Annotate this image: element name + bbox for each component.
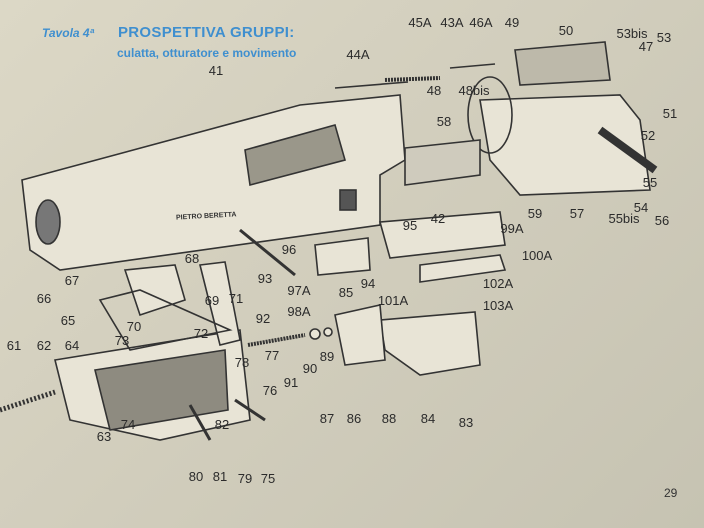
lever-71: [199, 261, 241, 346]
part-label: 48: [426, 83, 442, 98]
part-label: 72: [193, 326, 209, 341]
part-label: 101A: [377, 293, 409, 308]
rod-44a: [334, 81, 409, 89]
receiver-face: [35, 199, 61, 245]
arm-65: [98, 289, 233, 351]
part-95: [378, 211, 506, 259]
part-label: 80: [188, 469, 204, 484]
part-label: 47: [638, 39, 654, 54]
handle-56: [597, 126, 658, 174]
ring: [467, 76, 513, 154]
page-title: PROSPETTIVA GRUPPI:: [118, 24, 295, 41]
page-number: 29: [664, 486, 678, 500]
pin-81: [188, 404, 212, 441]
plate-number: Tavola 4ª: [42, 26, 95, 40]
part-label: 50: [558, 23, 574, 38]
part-label: 59: [527, 206, 543, 221]
part-label: 53: [656, 30, 672, 45]
part-label: 53bis: [616, 26, 648, 41]
part-label: 100A: [521, 248, 553, 263]
part-label: 70: [126, 319, 142, 334]
bolt: [514, 41, 611, 86]
part-label: 84: [420, 411, 436, 426]
part-label: 93: [257, 271, 273, 286]
part-label: 58: [436, 114, 452, 129]
link-46a: [449, 63, 496, 69]
part-label: 49: [504, 15, 520, 30]
part-label: 54: [633, 200, 649, 215]
part-label: 94: [360, 276, 376, 291]
part-label: 82: [214, 417, 230, 432]
spring-91: [247, 333, 306, 347]
part-label: 88: [381, 411, 397, 426]
receiver-slot: [339, 189, 357, 211]
page-subtitle: culatta, otturatore e movimento: [117, 46, 297, 60]
part-label: 55bis: [608, 211, 640, 226]
receiver-window: [244, 124, 346, 187]
part-label: 41: [208, 63, 224, 78]
magazine-tube: [404, 139, 481, 186]
part-label: 78: [234, 355, 250, 370]
part-label: 63: [96, 429, 112, 444]
part-label: 85: [338, 285, 354, 300]
part-label: 77: [264, 348, 280, 363]
part-label: 43A: [440, 15, 464, 30]
part-label: 56: [654, 213, 670, 228]
part-label: 48bis: [458, 83, 490, 98]
part-label: 102A: [482, 276, 514, 291]
part-label: 89: [319, 349, 335, 364]
part-85: [334, 304, 386, 366]
part-label: 64: [64, 338, 80, 353]
part-label: 46A: [469, 15, 493, 30]
part-label: 57: [569, 206, 585, 221]
part-label: 74: [120, 417, 136, 432]
washer-89: [323, 327, 333, 337]
part-label: 65: [60, 313, 76, 328]
part-label: 52: [640, 128, 656, 143]
part-label: 75: [260, 471, 276, 486]
part-label: 96: [281, 242, 297, 257]
part-label: 45A: [408, 15, 432, 30]
part-label: 79: [237, 471, 253, 486]
carrier-83: [379, 311, 481, 376]
part-label: 92: [255, 311, 271, 326]
part-label: 76: [262, 383, 278, 398]
part-label: 44A: [346, 47, 370, 62]
part-label: 68: [184, 251, 200, 266]
part-94: [314, 237, 371, 276]
part-label: 66: [36, 291, 52, 306]
trigger-housing: [94, 349, 229, 431]
spring-61: [0, 389, 56, 413]
part-label: 62: [36, 338, 52, 353]
pin-96: [239, 228, 296, 277]
hammer: [123, 264, 186, 317]
washer-90: [309, 328, 321, 340]
part-label: 97A: [287, 283, 311, 298]
bolt-carrier: [479, 94, 651, 196]
part-label: 90: [302, 361, 318, 376]
part-label: 81: [212, 469, 228, 484]
part-label: 71: [228, 291, 244, 306]
part-label: 73: [114, 333, 130, 348]
part-label: 83: [458, 415, 474, 430]
part-label: 95: [402, 218, 418, 233]
part-label: 51: [662, 106, 678, 121]
part-label: 86: [346, 411, 362, 426]
part-label: 67: [64, 273, 80, 288]
part-label: 69: [204, 293, 220, 308]
part-label: 98A: [287, 304, 311, 319]
part-label: 42: [430, 211, 446, 226]
part-label: 103A: [482, 298, 514, 313]
spring-45a: [384, 76, 441, 82]
part-label: 99A: [500, 221, 524, 236]
part-100a: [419, 254, 507, 283]
part-label: 55: [642, 175, 658, 190]
pin-76: [234, 398, 266, 422]
part-label: 61: [6, 338, 22, 353]
part-label: 91: [283, 375, 299, 390]
part-label: 87: [319, 411, 335, 426]
